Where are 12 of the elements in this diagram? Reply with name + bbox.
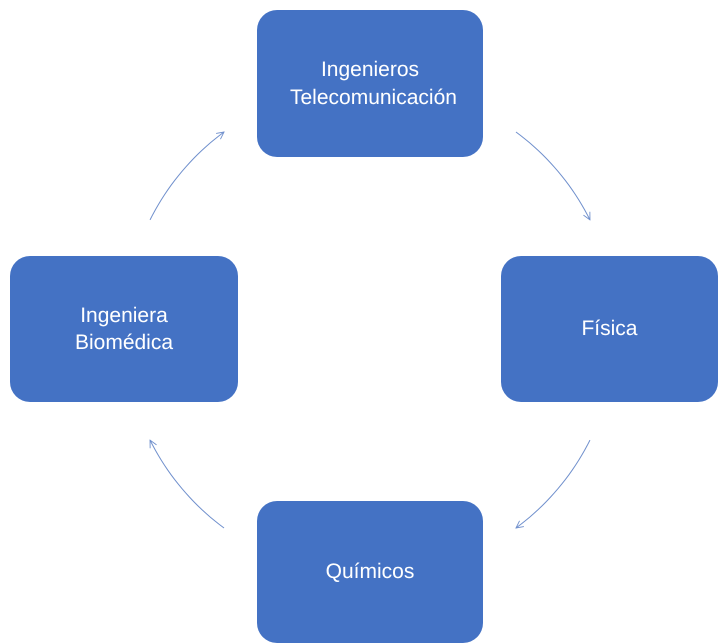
node-label: Física — [580, 316, 638, 342]
node-label: Químicos — [324, 559, 416, 586]
process-box — [501, 256, 718, 402]
node-label: Ingenieros Telecomunicación — [289, 57, 458, 110]
node-label: Ingeniera Biomédica — [74, 302, 174, 356]
arrow — [150, 440, 225, 528]
arrow — [150, 132, 225, 220]
process-box — [257, 10, 483, 157]
process-box — [257, 501, 483, 643]
arrow — [515, 440, 590, 528]
arrow — [515, 132, 590, 220]
process-box — [10, 256, 238, 402]
